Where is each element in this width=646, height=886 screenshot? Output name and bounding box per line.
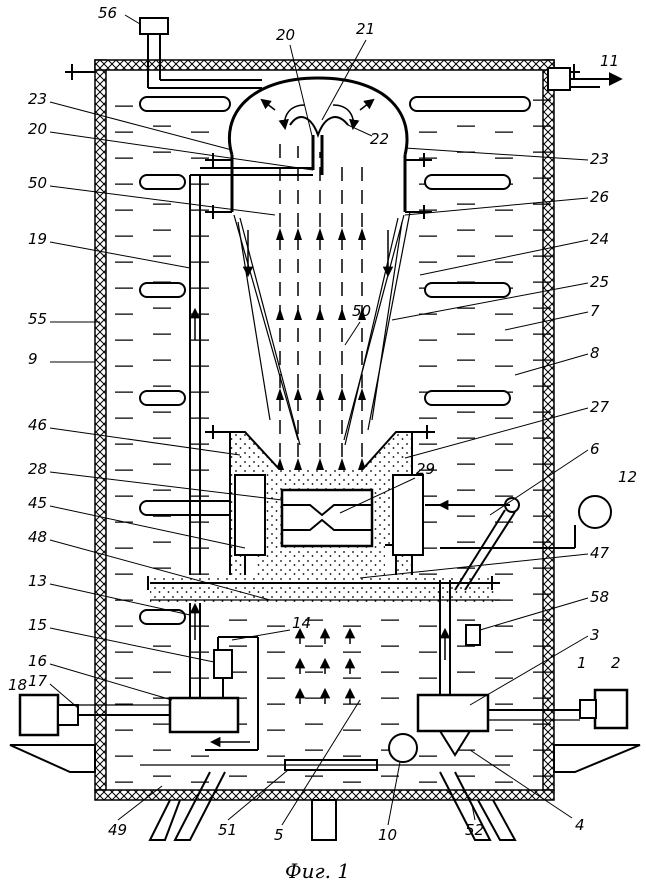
- leader-19: [50, 242, 190, 268]
- flow-arrowhead: [276, 228, 284, 240]
- leader-26: [405, 198, 588, 215]
- ref-label-9: 9: [28, 350, 38, 368]
- heating-coil: [410, 97, 530, 111]
- ref-label-45: 45: [28, 494, 47, 512]
- leader-58: [480, 598, 588, 630]
- leader-lines: [50, 15, 588, 825]
- outlet-pipe-11: [548, 68, 620, 90]
- ref-label-11: 11: [600, 52, 619, 70]
- leader-50a: [50, 186, 275, 215]
- leader-50b: [345, 322, 360, 345]
- ref-label-17: 17: [28, 672, 48, 690]
- heating-coil: [140, 501, 235, 515]
- flow-arrowhead: [294, 388, 302, 400]
- ref-label-48: 48: [28, 528, 47, 546]
- heating-coil: [425, 391, 510, 405]
- ref-label-7: 7: [590, 302, 600, 320]
- ref-label-8: 8: [590, 344, 600, 362]
- leader-3: [470, 636, 588, 705]
- heating-coil: [425, 283, 510, 297]
- ref-label-51: 51: [218, 821, 237, 839]
- ref-label-26: 26: [590, 188, 609, 206]
- ref-label-22: 22: [370, 130, 389, 148]
- ref-label-50b: 50: [352, 302, 371, 320]
- figure-caption: Фиг. 1: [285, 859, 350, 883]
- flow-arrowhead: [276, 308, 284, 320]
- flow-arrowhead: [276, 388, 284, 400]
- ref-label-56: 56: [98, 4, 117, 22]
- flow-arrowhead: [316, 308, 324, 320]
- ref-label-25: 25: [590, 273, 609, 291]
- ref-label-3: 3: [590, 626, 600, 644]
- leader-6: [490, 450, 588, 515]
- flow-arrowhead: [338, 458, 346, 470]
- flow-arrowhead: [316, 228, 324, 240]
- flow-arrowhead: [338, 388, 346, 400]
- ref-label-12: 12: [618, 468, 637, 486]
- ref-label-15: 15: [28, 616, 47, 634]
- flow-arrowhead: [294, 458, 302, 470]
- heating-coil: [140, 97, 230, 111]
- ref-label-1: 1: [577, 654, 587, 672]
- flow-arrowhead: [338, 308, 346, 320]
- leader-56: [125, 15, 140, 24]
- ref-label-52: 52: [465, 821, 484, 839]
- motor-2: [488, 690, 627, 728]
- ref-label-4: 4: [575, 816, 585, 834]
- heating-coil: [140, 175, 185, 189]
- ref-label-10: 10: [378, 826, 397, 844]
- leader-16: [50, 664, 172, 700]
- ref-label-14: 14: [292, 614, 311, 632]
- ref-label-24: 24: [590, 230, 609, 248]
- flow-arrowhead: [294, 308, 302, 320]
- ref-label-28: 28: [28, 460, 47, 478]
- heating-coil: [425, 175, 510, 189]
- flow-arrowhead: [316, 458, 324, 470]
- ref-label-21: 21: [356, 20, 375, 38]
- outer-insulation-shell: [95, 60, 554, 800]
- ref-label-58: 58: [590, 588, 609, 606]
- ref-label-18: 18: [8, 676, 27, 694]
- upward-flow-arrows: [248, 140, 388, 704]
- flow-arrowhead: [338, 228, 346, 240]
- ref-label-50a: 50: [28, 174, 47, 192]
- flow-arrowhead: [358, 228, 366, 240]
- ref-label-49: 49: [108, 821, 127, 839]
- leader-20b: [50, 132, 313, 170]
- leader-22: [348, 125, 372, 136]
- ref-label-23a: 23: [28, 90, 47, 108]
- valve-56: [140, 18, 262, 88]
- ref-label-20a: 20: [276, 26, 295, 44]
- ref-label-2: 2: [611, 654, 621, 672]
- dome-flow-arrows: [262, 100, 373, 128]
- burner-block-29: [282, 490, 372, 546]
- leader-14: [232, 630, 290, 640]
- ref-label-47: 47: [590, 544, 610, 562]
- heating-coil: [140, 283, 185, 297]
- ref-label-55: 55: [28, 310, 47, 328]
- flow-arrowhead: [358, 388, 366, 400]
- ref-label-27: 27: [590, 398, 610, 416]
- leader-24: [420, 240, 588, 275]
- ref-label-29: 29: [416, 460, 435, 478]
- ref-label-46: 46: [28, 416, 47, 434]
- ref-label-19: 19: [28, 230, 47, 248]
- ref-label-5: 5: [274, 826, 284, 844]
- ref-label-23b: 23: [590, 150, 609, 168]
- heating-coil: [140, 391, 185, 405]
- flow-arrowhead: [294, 228, 302, 240]
- ref-label-13: 13: [28, 572, 47, 590]
- ref-label-16: 16: [28, 652, 47, 670]
- ref-label-20b: 20: [28, 120, 47, 138]
- flow-arrowhead: [316, 388, 324, 400]
- ref-label-6: 6: [590, 440, 600, 458]
